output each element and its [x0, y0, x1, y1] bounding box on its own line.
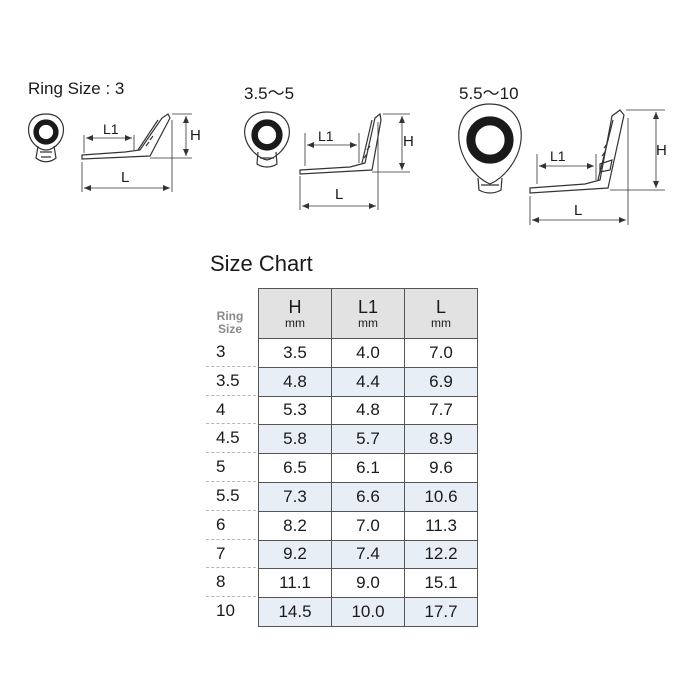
cell-l: 8.9 — [404, 424, 478, 455]
dim-l-label: L — [335, 186, 343, 203]
cell-l: 11.3 — [404, 510, 478, 541]
ring-size-header-line1: Ring — [216, 309, 244, 323]
ring-front-view-medium — [244, 111, 290, 168]
column-header-unit: mm — [285, 315, 305, 330]
dim-l-label: L — [574, 202, 582, 219]
cell-h: 11.1 — [258, 568, 332, 599]
cell-l: 6.9 — [404, 366, 478, 397]
cell-l1: 10.0 — [331, 597, 405, 627]
table-row: 5.8 5.7 8.9 — [258, 424, 478, 455]
cell-h: 14.5 — [258, 597, 332, 627]
table-row: 6.5 6.1 9.6 — [258, 453, 478, 483]
ring-size-3-label: Ring Size : 3 — [28, 79, 125, 98]
ring-size-cell: 3 — [206, 338, 256, 367]
cell-l: 7.7 — [404, 395, 478, 426]
ring-size-3-5-to-5-label: 3.5〜5 — [244, 84, 295, 103]
cell-h: 8.2 — [258, 510, 332, 541]
dim-l1-label: L1 — [318, 128, 334, 144]
size-chart-title: Size Chart — [210, 251, 313, 276]
ring-front-view-small — [27, 113, 65, 163]
ring-size-column: 3 3.5 4 4.5 5 5.5 6 7 8 10 — [206, 338, 256, 626]
guide-side-view-small — [81, 113, 192, 192]
cell-l1: 7.0 — [331, 510, 405, 541]
cell-h: 9.2 — [258, 539, 332, 570]
cell-l1: 6.1 — [331, 453, 405, 483]
column-header-label: L1 — [357, 296, 379, 317]
column-header-l: L mm — [404, 288, 478, 339]
ring-size-cell: 4 — [206, 396, 256, 425]
cell-l: 7.0 — [404, 338, 478, 368]
column-header-label: L — [435, 296, 446, 317]
ring-size-header: Ring Size — [212, 310, 248, 336]
cell-l: 17.7 — [404, 597, 478, 627]
table-row: 9.2 7.4 12.2 — [258, 539, 478, 570]
table-row: 3.5 4.0 7.0 — [258, 338, 478, 368]
dim-l1-label: L1 — [103, 121, 119, 137]
column-header-label: H — [288, 296, 302, 317]
table-row: 5.3 4.8 7.7 — [258, 395, 478, 426]
cell-l1: 9.0 — [331, 568, 405, 599]
dim-h-label: H — [190, 127, 201, 144]
ring-size-5-5-to-10-label: 5.5〜10 — [459, 84, 519, 103]
cell-l1: 4.4 — [331, 366, 405, 397]
cell-h: 5.8 — [258, 424, 332, 455]
ring-size-cell: 3.5 — [206, 367, 256, 396]
ring-size-cell: 6 — [206, 511, 256, 540]
ring-size-header-line2: Size — [217, 322, 242, 336]
cell-h: 6.5 — [258, 453, 332, 483]
cell-l: 15.1 — [404, 568, 478, 599]
cell-l1: 4.8 — [331, 395, 405, 426]
ring-size-cell: 10 — [216, 601, 235, 621]
ring-size-cell: 5 — [206, 453, 256, 482]
cell-l1: 6.6 — [331, 481, 405, 512]
dim-h-label: H — [656, 142, 667, 159]
guide-side-view-medium — [299, 112, 410, 210]
column-header-unit: mm — [431, 315, 451, 330]
cell-h: 4.8 — [258, 366, 332, 397]
table-row: 4.8 4.4 6.9 — [258, 366, 478, 397]
column-header-l1: L1 mm — [331, 288, 405, 339]
ring-front-view-large — [458, 103, 522, 194]
cell-l: 9.6 — [404, 453, 478, 483]
ring-size-cell: 8 — [206, 568, 256, 598]
ring-size-cell: 5.5 — [206, 482, 256, 511]
dim-h-label: H — [403, 133, 414, 150]
cell-l1: 5.7 — [331, 424, 405, 455]
cell-l: 12.2 — [404, 539, 478, 570]
guide-diagrams: L1 H L L1 H L L1 H L — [27, 103, 667, 225]
cell-h: 7.3 — [258, 481, 332, 512]
ring-size-cell: 4.5 — [206, 424, 256, 454]
cell-l1: 7.4 — [331, 539, 405, 570]
table-row: 8.2 7.0 11.3 — [258, 510, 478, 541]
cell-h: 3.5 — [258, 338, 332, 368]
column-header-unit: mm — [358, 315, 378, 330]
column-header-h: H mm — [258, 288, 332, 339]
cell-h: 5.3 — [258, 395, 332, 426]
cell-l: 10.6 — [404, 481, 478, 512]
size-chart-table: H mm L1 mm L mm 3.5 4.0 7.0 4.8 4.4 6.9 … — [258, 288, 478, 627]
table-header-row: H mm L1 mm L mm — [258, 288, 478, 339]
guide-side-view-large — [529, 109, 665, 225]
dim-l1-label: L1 — [550, 148, 566, 164]
ring-size-cell: 7 — [206, 540, 256, 569]
dim-l-label: L — [121, 169, 129, 186]
table-row: 7.3 6.6 10.6 — [258, 481, 478, 512]
table-row: 11.1 9.0 15.1 — [258, 568, 478, 599]
table-row: 14.5 10.0 17.7 — [258, 597, 478, 627]
cell-l1: 4.0 — [331, 338, 405, 368]
